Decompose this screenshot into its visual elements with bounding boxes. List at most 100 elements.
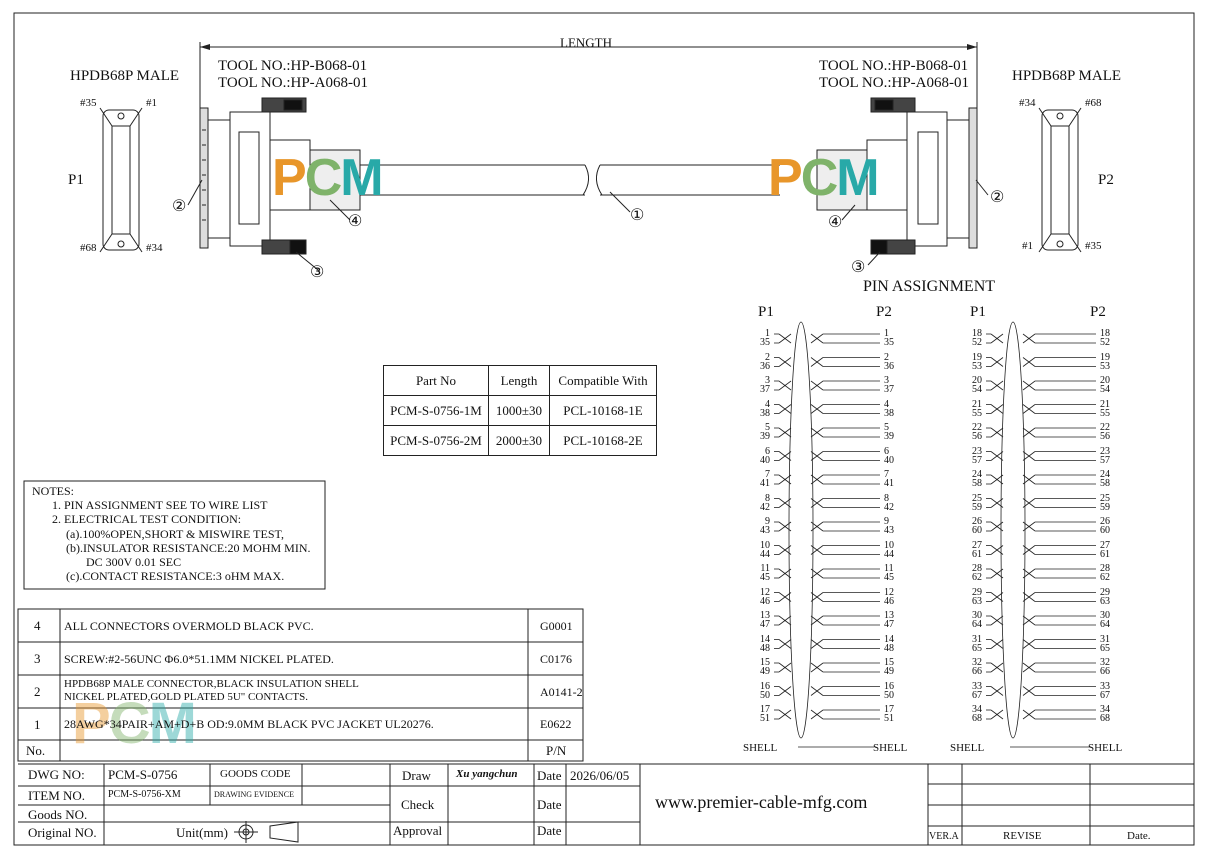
pinblock-right-pin-label: 25 (1100, 492, 1110, 504)
shell-label: SHELL (1088, 742, 1123, 754)
pinblock-left-pin-label: 44 (760, 548, 770, 560)
left-connector-drawing (199, 97, 780, 255)
pinblock-right-pin-label: 54 (1100, 384, 1110, 395)
pinblock-left-pin-label: 46 (760, 595, 770, 607)
left-pin-68: #68 (80, 242, 97, 254)
bom-footer-no: No. (26, 743, 46, 758)
pinblock-left-twist (810, 474, 824, 485)
pinblock-right-pin-label: 22 (1100, 422, 1110, 433)
left-connector-title: HPDB68P MALE (70, 68, 180, 84)
bom-desc-2: NICKEL PLATED,GOLD PLATED 5U" CONTACTS. (64, 691, 308, 703)
notes-title: NOTES: (32, 484, 74, 498)
pinblock-left-twist (778, 427, 792, 438)
pinblock-right-pin-label: 61 (1100, 548, 1110, 560)
right-pin-1: #1 (1022, 240, 1033, 252)
pinblock-left-pin-label: 12 (760, 586, 770, 598)
right-connector-title: HPDB68P MALE (1012, 68, 1122, 84)
pinblock-left-pin-label: 6 (765, 445, 770, 457)
pinblock-left-twist (778, 404, 792, 414)
pinblock-right-pin-label: 63 (1100, 595, 1110, 607)
pinblock-left-pin-label: 40 (884, 454, 894, 466)
pinblock-left-pin-label: 5 (765, 422, 770, 433)
pinblock-right-pin-label: 27 (1100, 539, 1110, 551)
pin-col-p2-right: P2 (1090, 304, 1106, 320)
pinblock-left-twist (810, 498, 824, 508)
pinblock-right-pin-label: 18 (972, 328, 982, 339)
bom-pn: C0176 (540, 652, 573, 666)
balloon-2-left: ② (172, 198, 187, 215)
pinblock-right-twist (1022, 521, 1036, 532)
pinblock-left-pin-label: 43 (884, 525, 894, 536)
right-pin-35: #35 (1085, 240, 1102, 252)
pinblock-left-pin-label: 10 (760, 539, 770, 551)
pinblock-left-pin-label: 42 (884, 501, 894, 513)
pinblock-left-pin-label: 11 (760, 563, 770, 574)
pinblock-right-twist (1022, 498, 1036, 508)
pinblock-left-pin-label: 5 (884, 422, 889, 433)
pinblock-left-twist (810, 615, 824, 626)
pinblock-left-twist (778, 357, 792, 367)
bom-no: 1 (34, 717, 41, 732)
pinblock-left-twist (810, 568, 824, 579)
pinblock-right-pin-label: 34 (1100, 704, 1110, 715)
pinblock-left-twist (810, 545, 824, 555)
pinblock-left-pin-label: 39 (884, 431, 894, 442)
left-tool-no-1: TOOL NO.:HP-B068-01 (218, 58, 368, 74)
balloon-4-left: ④ (348, 213, 363, 230)
pinblock-left-pin-label: 51 (884, 713, 894, 724)
pinblock-left-pin-label: 39 (760, 431, 770, 442)
pinblock-left-pin-label: 48 (884, 642, 894, 654)
pinblock-right-twist (990, 474, 1004, 485)
pinblock-left-twist (778, 592, 792, 602)
pinblock-right-twist (990, 380, 1004, 391)
pinblock-left-pin-label: 38 (760, 407, 770, 419)
pinblock-left-pin-label: 47 (884, 619, 894, 630)
pinblock-left-pin-label: 15 (884, 657, 894, 668)
pinblock-right-twist (1022, 404, 1036, 414)
pinblock-right-pin-label: 52 (972, 337, 982, 348)
pinblock-right-pin-label: 55 (972, 407, 982, 419)
pinblock-right-pin-label: 66 (1100, 666, 1110, 677)
pinblock-right-twist (1022, 357, 1036, 367)
pinblock-right-pin-label: 30 (972, 610, 982, 621)
right-pin-34: #34 (1019, 97, 1036, 109)
pinblock-right-twist (1022, 615, 1036, 626)
pinblock-right-twist (1022, 545, 1036, 555)
pinblock-left-pin-label: 9 (884, 516, 889, 527)
pinblock-left-pin-label: 48 (760, 642, 770, 654)
pinblock-right-twist (990, 639, 1004, 649)
pinblock-left-pin-label: 6 (884, 445, 889, 457)
pin-col-p2-left: P2 (876, 304, 892, 320)
pinblock-right-twist (990, 568, 1004, 579)
pinblock-right-pin-label: 32 (972, 657, 982, 668)
pinblock-right-twist (1022, 686, 1036, 696)
pinblock-left-pin-label: 16 (884, 680, 894, 692)
table-header-row: Part No Length Compatible With (383, 365, 657, 396)
pinblock-left-pin-label: 12 (884, 586, 894, 598)
pinblock-left-pin-label: 7 (765, 469, 770, 480)
pinblock-right-pin-label: 55 (1100, 407, 1110, 419)
pinblock-right-twist (1022, 709, 1036, 720)
left-tool-no-2: TOOL NO.:HP-A068-01 (218, 75, 368, 91)
pinblock-left-twist (778, 474, 792, 485)
pinblock-left-twist (778, 639, 792, 649)
dwg-no-label: DWG NO: (28, 767, 85, 782)
pinblock-right-pin-label: 33 (1100, 680, 1110, 692)
pinblock-right-pin-label: 62 (972, 572, 982, 583)
length-label: LENGTH (560, 35, 612, 50)
pinblock-right-pin-label: 56 (1100, 431, 1110, 442)
pinblock-left-twist (778, 662, 792, 673)
pinblock-left-pin-label: 49 (760, 666, 770, 677)
drawing-evidence-label: DRAWING EVIDENCE (214, 790, 295, 799)
unit-label: Unit(mm) (176, 825, 228, 840)
pinblock-right-pin-label: 21 (1100, 398, 1110, 410)
watermark-logo-right: PCM (768, 149, 880, 207)
note-line: DC 300V 0.01 SEC (86, 555, 182, 569)
pinblock-right-pin-label: 63 (972, 595, 982, 607)
revise-label: REVISE (1003, 830, 1042, 842)
pinblock-right-pin-label: 59 (1100, 501, 1110, 513)
pinblock-left-pin-label: 7 (884, 469, 889, 480)
pinblock-left-twist (778, 380, 792, 391)
right-pin-68: #68 (1085, 97, 1102, 109)
